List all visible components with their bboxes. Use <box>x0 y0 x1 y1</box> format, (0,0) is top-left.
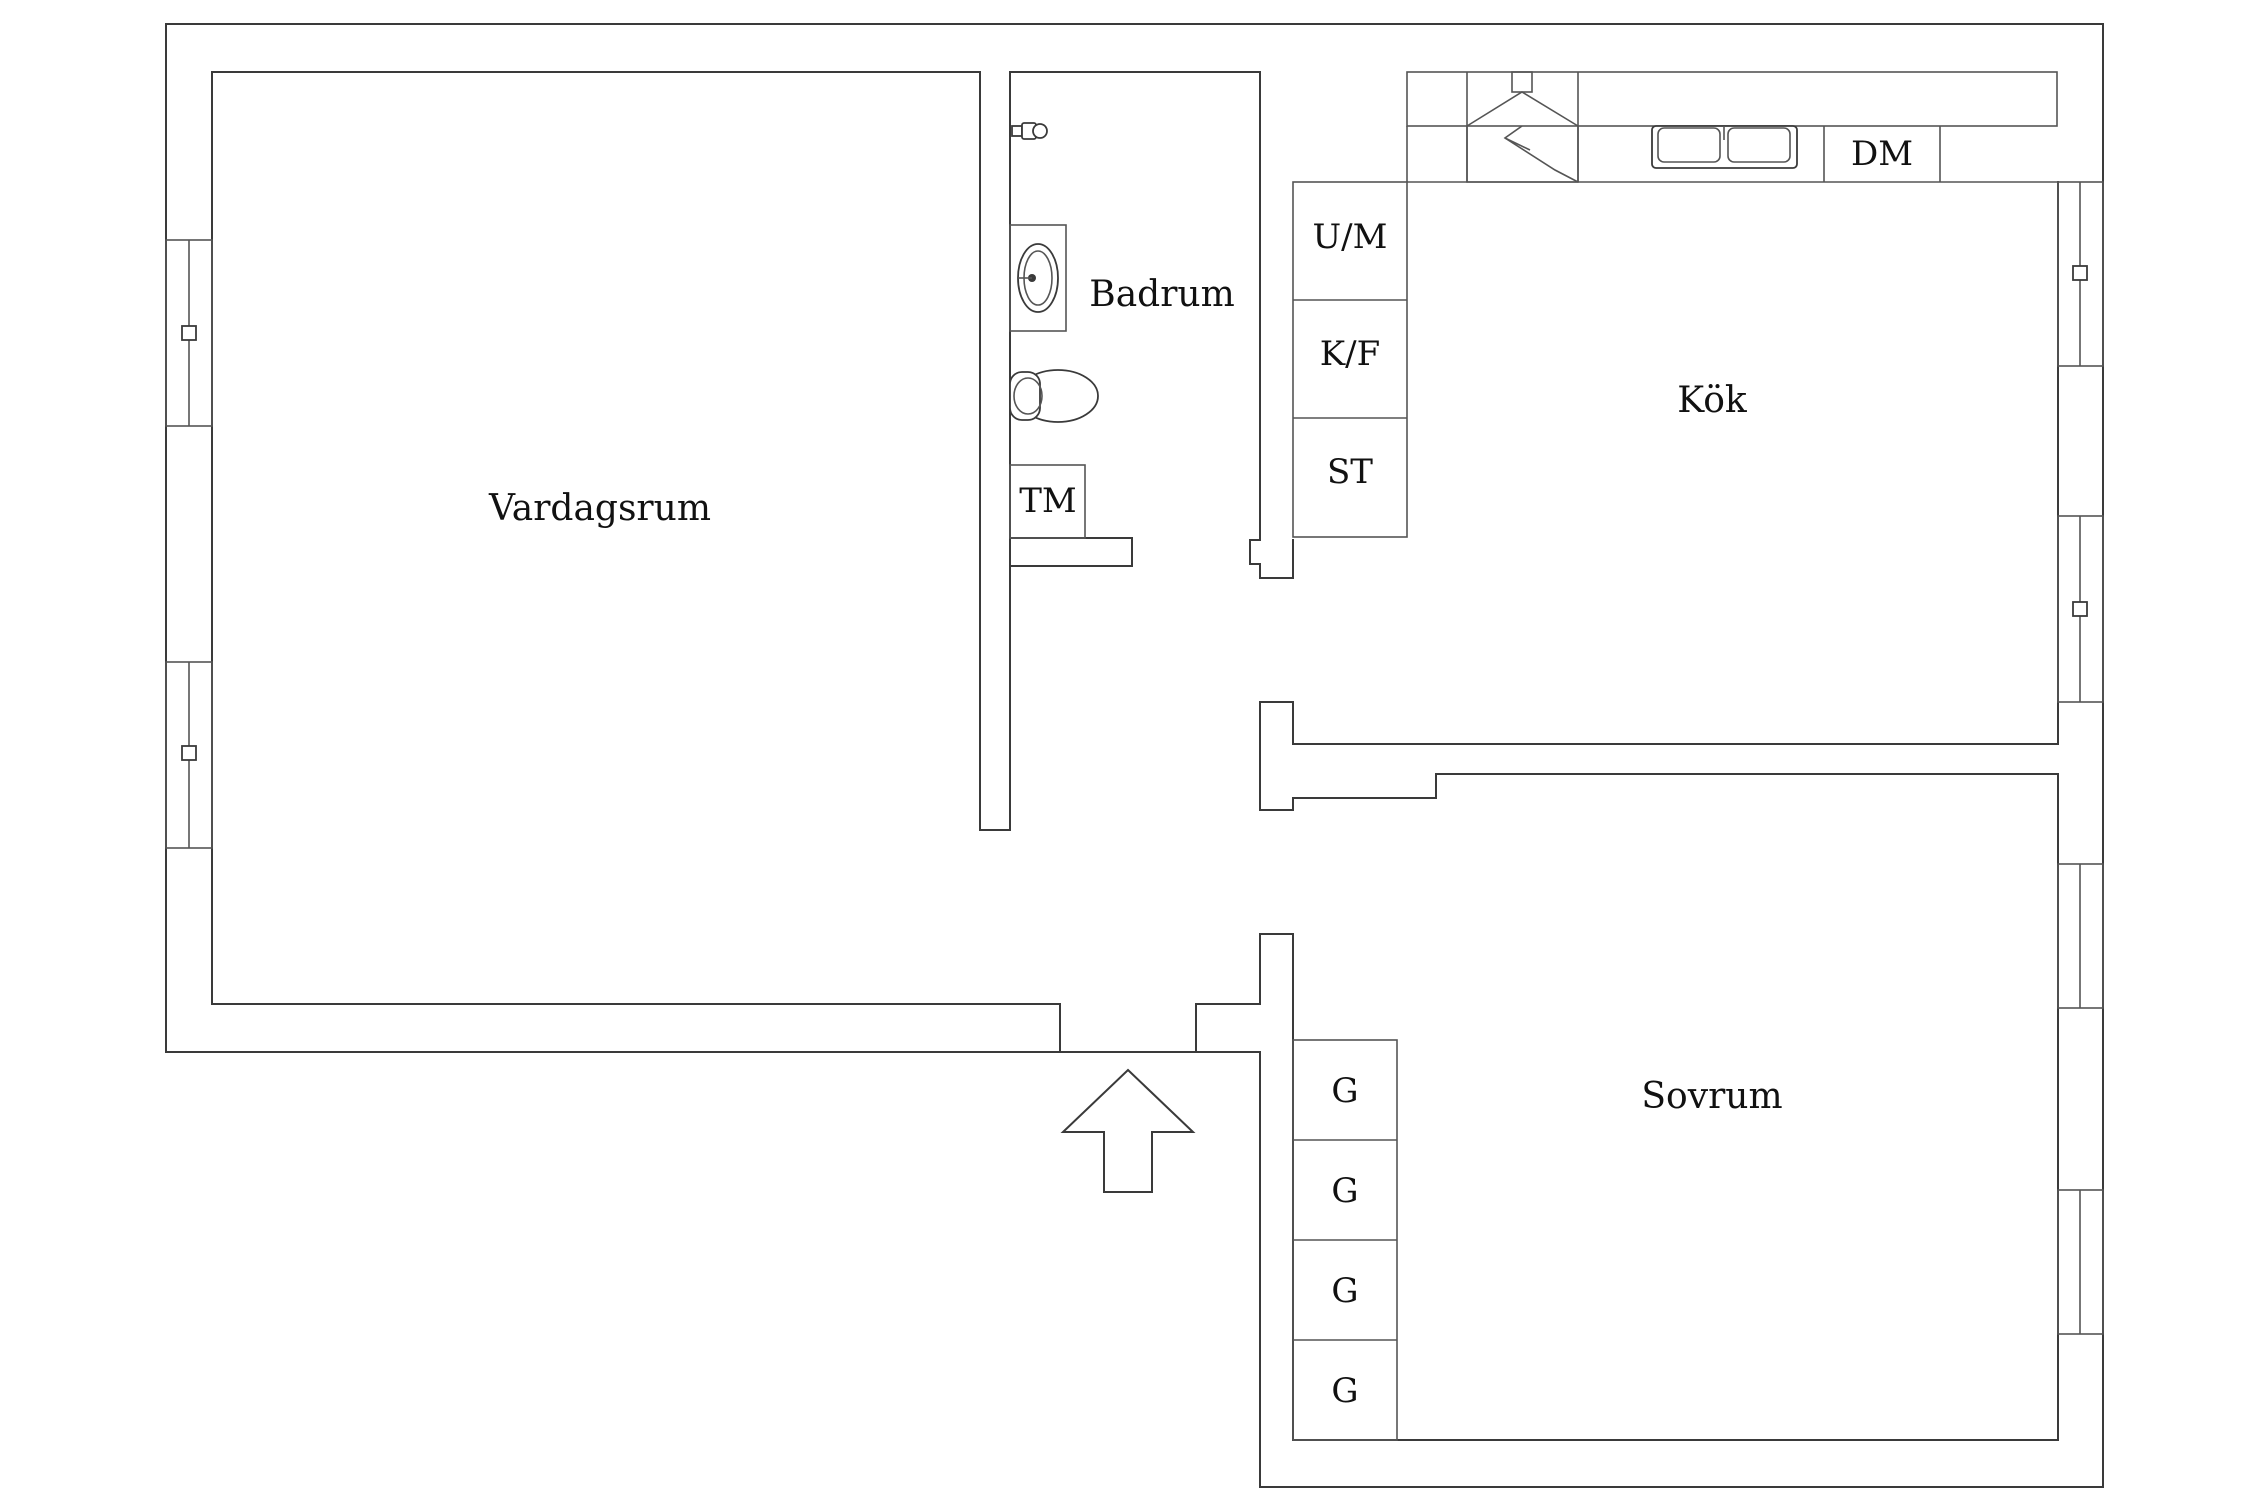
outer-walls <box>165 23 2104 1488</box>
window-bedroom-1 <box>2057 863 2104 1009</box>
appliance-label-tm: TM <box>1019 481 1077 521</box>
wardrobe-label: G <box>1331 1271 1358 1311</box>
room-label-bathroom: Badrum <box>1089 274 1235 315</box>
appliance-label-um: U/M <box>1313 217 1388 257</box>
wardrobes <box>1292 1039 1398 1441</box>
wardrobe-label: G <box>1331 1071 1358 1111</box>
appliance-label-dm: DM <box>1851 134 1913 174</box>
bathroom <box>1009 71 1294 831</box>
window-kitchen-1 <box>2057 181 2104 367</box>
toilet-icon <box>1009 369 1099 423</box>
window-left-2 <box>165 661 213 849</box>
room-label-bedroom: Sovrum <box>1641 1076 1782 1117</box>
window-bedroom-2 <box>2057 1189 2104 1335</box>
window-kitchen-2 <box>2057 515 2104 703</box>
room-label-living: Vardagsrum <box>488 488 711 529</box>
wardrobe-label: G <box>1331 1171 1358 1211</box>
appliance-label-kf: K/F <box>1320 334 1380 374</box>
window-left-1 <box>165 239 213 427</box>
room-label-kitchen: Kök <box>1677 380 1748 421</box>
living-room <box>211 71 1294 1053</box>
range-hood-icon <box>1466 71 1579 183</box>
kitchen-sink-icon <box>1651 125 1798 169</box>
entrance-arrow-icon <box>1060 1068 1196 1193</box>
wardrobe-label: G <box>1331 1371 1358 1411</box>
appliance-label-st: ST <box>1327 452 1373 492</box>
faucet-icon <box>1011 122 1048 140</box>
kitchen <box>1259 71 2059 1441</box>
sink-icon <box>1017 243 1059 313</box>
